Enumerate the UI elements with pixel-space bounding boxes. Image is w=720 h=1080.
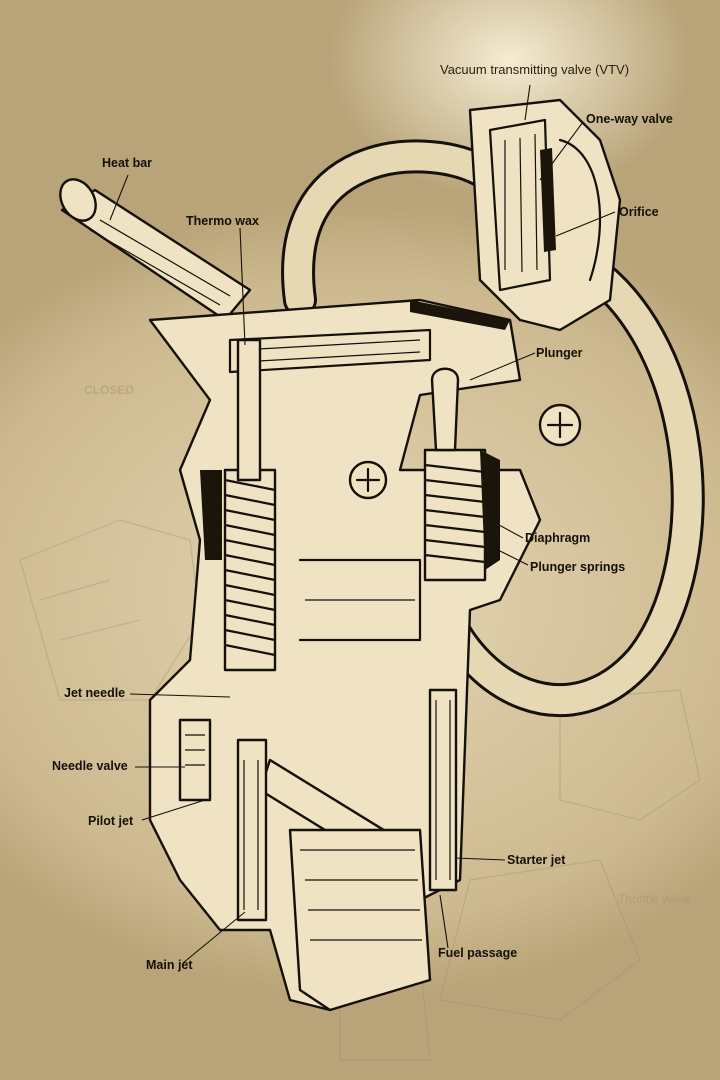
leader-orifice	[555, 211, 616, 237]
bleed-through-throttle-valve: Throttle valve	[618, 892, 691, 906]
leader-thermo-wax	[239, 227, 246, 346]
label-one-way-valve: One-way valve	[586, 112, 673, 126]
label-diaphragm: Diaphragm	[525, 531, 591, 545]
upper-hose	[281, 139, 497, 317]
label-plunger: Plunger	[536, 346, 583, 360]
leader-main-jet	[182, 911, 246, 964]
label-plunger-springs: Plunger springs	[530, 560, 626, 574]
leader-plunger	[469, 352, 536, 381]
label-starter-jet: Starter jet	[507, 853, 566, 867]
label-main-jet: Main jet	[146, 958, 193, 972]
heat-bar	[59, 178, 252, 322]
vtv-valve-block	[468, 98, 622, 332]
label-vtv: Vacuum transmitting valve (VTV)	[440, 62, 630, 77]
label-thermo-wax: Thermo wax	[186, 214, 259, 228]
label-pilot-jet: Pilot jet	[88, 814, 134, 828]
label-needle-valve: Needle valve	[52, 759, 128, 773]
leader-pilot-jet	[141, 799, 206, 821]
bleed-through-closed: CLOSED	[84, 383, 135, 397]
leader-plunger-springs	[487, 544, 529, 566]
leader-heat-bar	[109, 174, 129, 221]
label-fuel-passage: Fuel passage	[438, 946, 518, 960]
leader-vtv	[524, 84, 531, 121]
label-orifice: Orifice	[619, 205, 659, 219]
label-heat-bar: Heat bar	[102, 156, 153, 170]
leader-jet-needle	[129, 693, 231, 698]
leader-one-way-valve	[539, 121, 584, 181]
vacuum-hose	[423, 243, 705, 717]
leader-starter-jet	[454, 857, 506, 861]
leader-diaphragm	[489, 519, 524, 539]
label-jet-needle: Jet needle	[64, 686, 126, 700]
leader-lines	[109, 84, 616, 964]
carburetor-body	[148, 298, 582, 1012]
leader-fuel-passage	[439, 894, 449, 949]
